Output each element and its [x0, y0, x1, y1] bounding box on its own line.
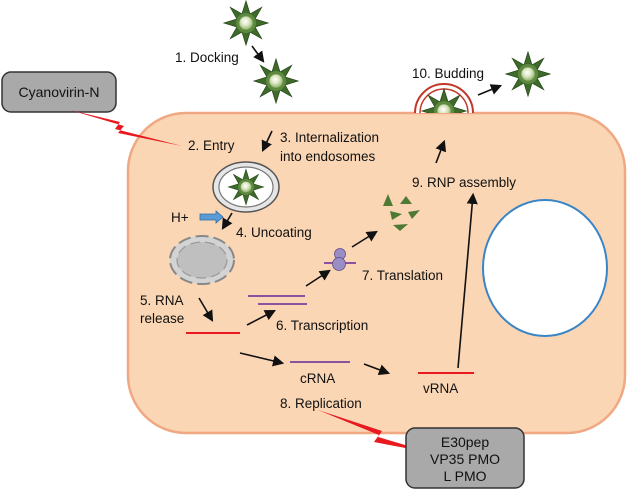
docking-arrow	[251, 45, 265, 63]
cyanovirin-n-label: Cyanovirin-N	[19, 84, 100, 100]
vrna-to-assembly-arrow	[457, 192, 478, 369]
crna-to-vrna-arrow	[363, 363, 391, 376]
virion-icon	[253, 58, 299, 104]
translation-label: 7. Translation	[362, 268, 443, 283]
lightning-bolt-icon	[318, 410, 432, 453]
rna-release-arrow	[198, 297, 214, 322]
virion-icon	[223, 0, 269, 46]
docking-label: 1. Docking	[175, 50, 239, 65]
virion-icon	[505, 51, 551, 97]
assembly-to-budding-arrow	[435, 139, 447, 164]
replication-arrow	[239, 352, 285, 367]
uncoating-arrow	[221, 212, 233, 230]
cyanovirin-n-box	[1, 71, 117, 113]
rna-release-label-line1: 5. RNA	[140, 293, 184, 308]
ribosome-icon	[324, 248, 356, 271]
inhibitor-e30pep: E30pep	[441, 434, 489, 450]
transcription-label: 6. Transcription	[276, 318, 368, 333]
uncoating-label: 4. Uncoating	[236, 225, 312, 240]
proton-label: H+	[171, 210, 189, 225]
budding-arrow	[477, 84, 503, 96]
replication-inhibitors-box	[405, 427, 525, 489]
internalization-arrow	[261, 130, 273, 153]
rna-release-label-line2: release	[140, 311, 184, 326]
entry-label: 2. Entry	[188, 138, 235, 153]
replication-label: 8. Replication	[280, 396, 362, 411]
transcription-arrow	[246, 309, 276, 326]
rnp-assembly-label: 9. RNP assembly	[412, 175, 516, 190]
inhibitor-l-pmo: L PMO	[443, 468, 486, 484]
proton-arrow-icon	[199, 210, 224, 224]
mrna-to-ribosome-arrow	[305, 269, 331, 287]
budding-label: 10. Budding	[412, 66, 484, 81]
budding-virion	[414, 83, 474, 114]
nucleus	[482, 199, 608, 337]
inhibitor-vp35-pmo: VP35 PMO	[430, 451, 500, 467]
crna-label: cRNA	[300, 371, 335, 386]
viral-proteins-icon	[383, 194, 420, 231]
uncoated-endosome	[169, 235, 235, 285]
endosome	[212, 161, 280, 213]
translation-arrow	[351, 230, 378, 248]
internalization-label-line2: into endosomes	[280, 149, 376, 164]
internalization-label-line1: 3. Internalization	[280, 130, 379, 145]
vrna-label: vRNA	[423, 381, 458, 396]
